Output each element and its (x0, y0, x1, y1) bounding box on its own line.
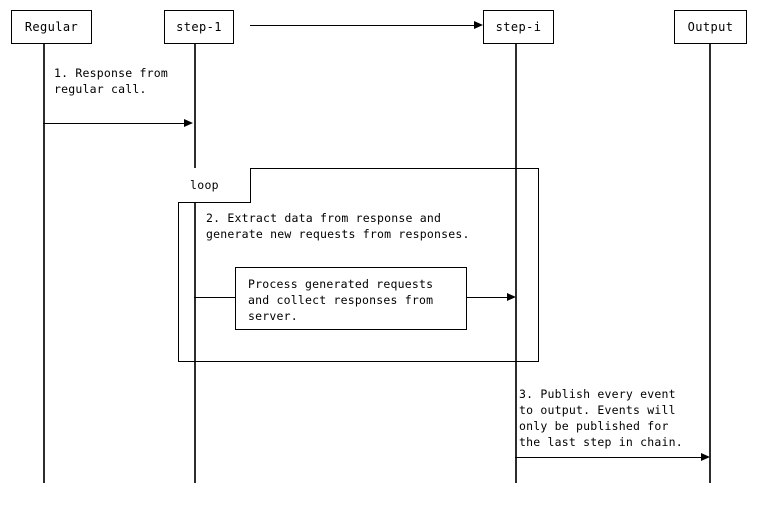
participant-label-step-1: step-1 (176, 20, 222, 34)
participant-label-regular: Regular (24, 20, 79, 34)
loop-operator-label: loop (190, 178, 219, 192)
participant-box-step-1[interactable]: step-1 (164, 10, 234, 44)
participant-label-output: Output (687, 20, 734, 34)
loop-fragment-body-text: 2. Extract data from response and genera… (206, 211, 470, 241)
participant-box-regular[interactable]: Regular (11, 10, 92, 44)
loop-fragment-frame[interactable] (178, 168, 539, 362)
participant-label-step-i: step-i (495, 20, 542, 34)
message-line-chain-continuation (250, 25, 474, 26)
lifeline-step-1 (194, 44, 196, 483)
lifeline-step-i (515, 44, 517, 483)
arrow-head-response-from-regular (184, 119, 193, 127)
message-label-response-from-regular: 1. Response from regular call. (54, 66, 168, 96)
message-label-publish-every-event: 3. Publish every event to output. Events… (519, 387, 683, 449)
arrow-head-publish-every-event (701, 453, 710, 461)
message-line-publish-every-event (515, 457, 701, 458)
lifeline-regular (43, 44, 45, 483)
participant-box-output[interactable]: Output (674, 10, 747, 44)
arrow-head-chain-continuation (474, 21, 483, 29)
loop-fragment-operator: loop (178, 168, 251, 203)
message-line-response-from-regular (43, 123, 184, 124)
lifeline-output (709, 44, 711, 483)
participant-box-step-i[interactable]: step-i (483, 10, 554, 44)
arrow-head-process-generated-requests (507, 293, 516, 301)
note-process-generated-requests: Process generated requests and collect r… (235, 267, 467, 330)
